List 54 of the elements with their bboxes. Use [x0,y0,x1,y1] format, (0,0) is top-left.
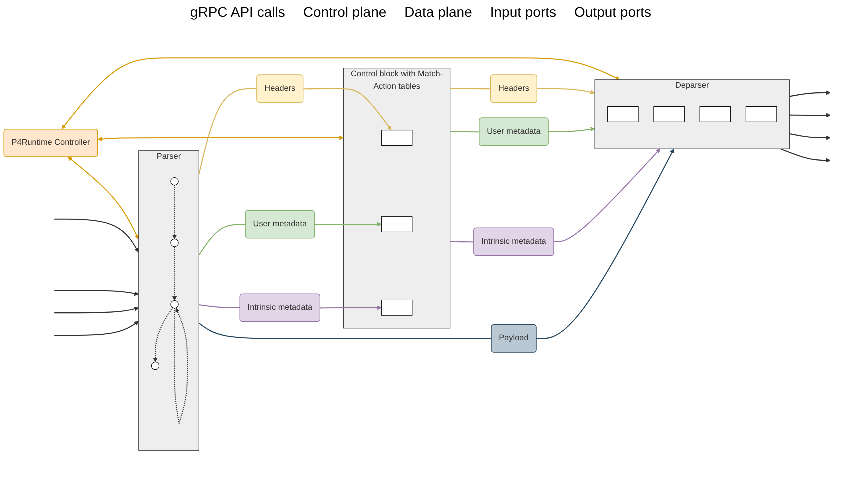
connector [450,241,474,242]
arrow [172,185,177,240]
process-box: Payload [491,324,537,352]
empty-node [746,106,778,122]
arrow [790,133,831,140]
arrow [54,306,140,314]
plane-label: Output ports [574,4,652,20]
connector [450,130,480,132]
arrow [304,88,392,130]
block-panel: Control block with Match-Action tables [344,68,451,328]
arrow [54,320,140,336]
arrow [62,57,620,129]
arrow [548,126,596,132]
plane-label: Input ports [490,4,557,20]
empty-node [170,177,179,186]
arrow [98,135,344,142]
empty-node [170,300,179,308]
arrow [790,90,831,97]
plane-label: gRPC API calls [190,4,286,20]
arrow [68,156,140,240]
empty-node [700,106,732,122]
arrow [790,112,831,118]
process-box: P4Runtime Controller [4,128,98,157]
arrow [320,305,382,310]
process-box: User metadata [479,117,549,146]
process-box: Intrinsic metadata [240,293,320,322]
process-box: Intrinsic metadata [474,227,554,256]
arrow [537,88,596,94]
arrow [174,308,188,424]
arrow [54,290,140,296]
arrow [536,148,674,339]
arrow [54,218,140,252]
connector [198,322,492,339]
plane-label: Control plane [303,4,387,20]
connector [198,224,246,256]
empty-node [170,238,179,247]
arrow [780,148,831,162]
block-panel: Parser [138,150,200,451]
connector [450,88,492,90]
plane-label: Data plane [404,4,472,20]
arrow [172,246,177,301]
process-box: Headers [256,74,304,103]
arrow [153,307,174,362]
empty-node [381,130,413,146]
arrow [554,148,661,242]
process-box: User metadata [245,210,315,238]
empty-node [151,362,160,370]
empty-node [654,106,685,122]
arrow [314,222,382,226]
process-box: Headers [490,74,538,103]
empty-node [381,300,413,316]
connector [199,304,240,308]
empty-node [381,216,413,232]
empty-node [608,106,639,122]
